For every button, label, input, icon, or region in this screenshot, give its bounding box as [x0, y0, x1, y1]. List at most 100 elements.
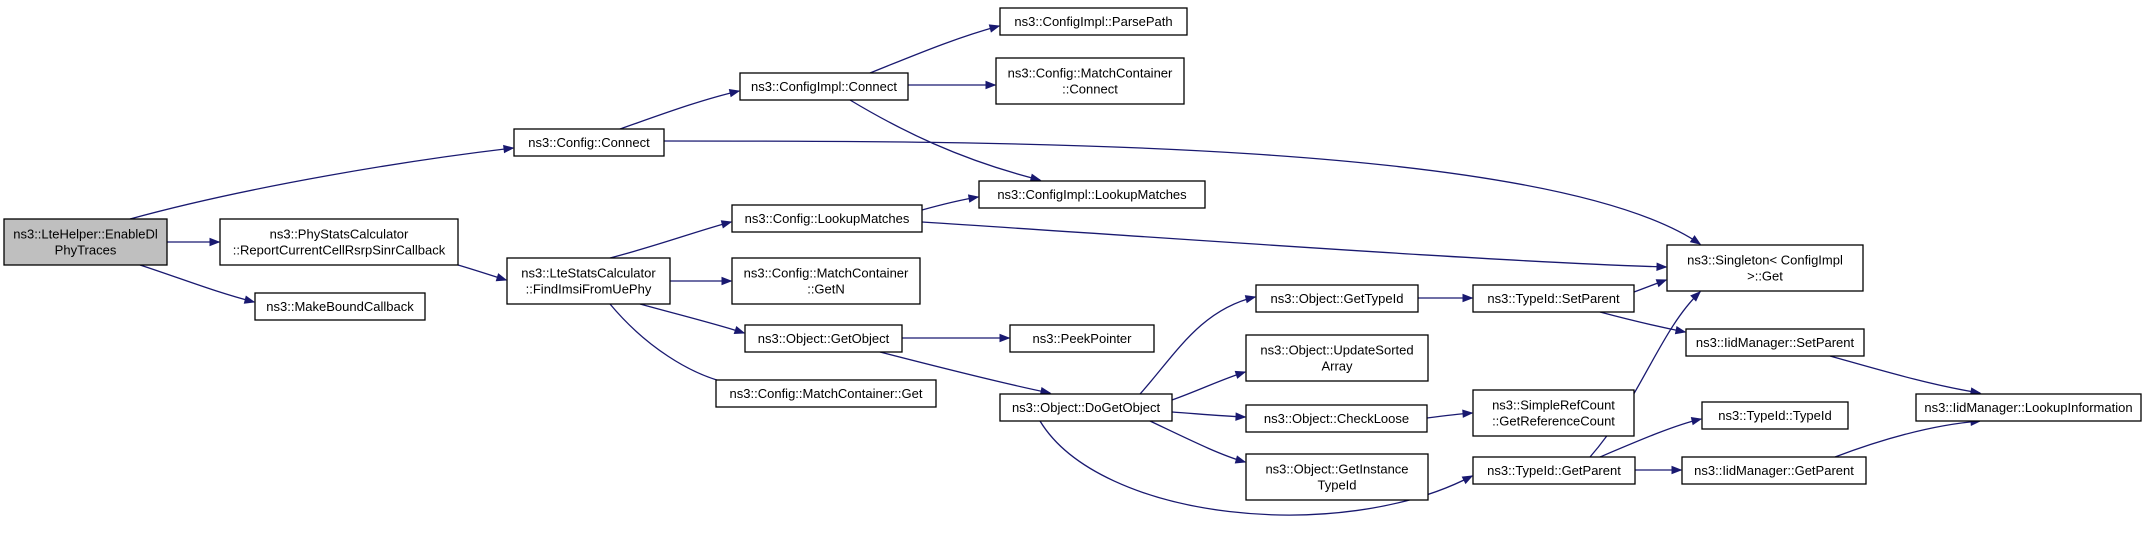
- node-label: ns3::TypeId::GetParent: [1487, 463, 1621, 478]
- node-box: [744, 324, 903, 353]
- node-label: PhyTraces: [55, 243, 117, 258]
- node-setparent[interactable]: ns3::TypeId::SetParent: [1472, 284, 1635, 313]
- edge-cfgimpl_connect-to-mc_connect: [908, 80, 997, 90]
- edge-line: [921, 221, 1667, 268]
- edge-cfgimpl_connect-to-cfgimpl_lookup: [849, 99, 1042, 182]
- node-label: ns3::LteStatsCalculator: [521, 266, 656, 281]
- edge-typeid_getparent-to-iid_getparent: [1635, 465, 1683, 475]
- edge-getobject-to-peekpointer: [901, 333, 1011, 343]
- edge-dogetobject-to-updatesorted: [1171, 370, 1247, 401]
- edge-arrowhead: [1234, 455, 1247, 464]
- edge-arrowhead: [1655, 279, 1668, 288]
- node-label: ns3::IidManager::GetParent: [1694, 463, 1854, 478]
- edge-line: [609, 303, 746, 387]
- node-typeid-typeid[interactable]: ns3::TypeId::TypeId: [1701, 401, 1849, 430]
- node-ltestats[interactable]: ns3::LteStatsCalculator::FindImsiFromUeP…: [506, 257, 671, 305]
- node-mc-get[interactable]: ns3::Config::MatchContainer::Get: [715, 379, 937, 408]
- node-box: [978, 180, 1206, 209]
- node-iid-lookup[interactable]: ns3::IidManager::LookupInformation: [1915, 393, 2142, 422]
- edge-arrowhead: [721, 276, 733, 286]
- node-label: ns3::Config::MatchContainer: [744, 266, 909, 281]
- edge-line: [1829, 355, 1981, 394]
- edge-line: [1171, 371, 1246, 401]
- edge-arrowhead: [967, 194, 980, 203]
- node-label: ns3::PhyStatsCalculator: [270, 227, 409, 242]
- node-label: ns3::IidManager::LookupInformation: [1924, 400, 2132, 415]
- node-iid-getparent[interactable]: ns3::IidManager::GetParent: [1681, 456, 1867, 485]
- edge-line: [1834, 420, 1981, 458]
- edge-arrowhead: [985, 80, 997, 90]
- node-simpleref[interactable]: ns3::SimpleRefCount::GetReferenceCount: [1472, 389, 1635, 437]
- edge-cfgimpl_connect-to-parsepath: [869, 24, 1001, 74]
- edge-typeid_getparent-to-typeid_typeid: [1599, 417, 1703, 458]
- node-iid-setparent[interactable]: ns3::IidManager::SetParent: [1685, 328, 1865, 357]
- edge-line: [1139, 296, 1256, 395]
- edge-arrowhead: [1462, 293, 1474, 303]
- node-box: [3, 218, 168, 266]
- node-singleton[interactable]: ns3::Singleton< ConfigImpl >::Get: [1666, 244, 1864, 292]
- node-checkloose[interactable]: ns3::Object::CheckLoose: [1245, 404, 1428, 433]
- edge-arrowhead: [1656, 262, 1668, 271]
- edge-ltestats-to-cfg_lookup: [609, 220, 733, 259]
- node-box: [739, 72, 909, 101]
- edge-arrowhead: [243, 295, 256, 304]
- edge-ltestats-to-mc_getn: [670, 276, 733, 286]
- node-cfg-lookup[interactable]: ns3::Config::LookupMatches: [731, 204, 923, 233]
- node-parsepath[interactable]: ns3::ConfigImpl::ParsePath: [999, 7, 1188, 36]
- node-box: [1245, 453, 1429, 501]
- edge-dogetobject-to-checkloose: [1171, 411, 1247, 421]
- node-label: ns3::ConfigImpl::ParsePath: [1014, 14, 1172, 29]
- node-getobject[interactable]: ns3::Object::GetObject: [744, 324, 903, 353]
- edge-arrowhead: [1690, 291, 1702, 302]
- edge-arrowhead: [720, 220, 733, 229]
- edge-arrowhead: [1244, 295, 1257, 304]
- edge-arrowhead: [988, 24, 1001, 33]
- edge-lte_enable-to-config_connect: [129, 144, 515, 220]
- node-dogetobject[interactable]: ns3::Object::DoGetObject: [999, 393, 1173, 422]
- node-label: ns3::Object::DoGetObject: [1012, 400, 1161, 415]
- node-label: ::FindImsiFromUePhy: [526, 282, 652, 297]
- edge-arrowhead: [1674, 325, 1687, 335]
- node-typeid-getparent[interactable]: ns3::TypeId::GetParent: [1472, 456, 1636, 485]
- node-label: ns3::TypeId::SetParent: [1487, 291, 1620, 306]
- node-box: [1472, 389, 1635, 437]
- edge-dogetobject-to-gettypeid: [1139, 295, 1257, 395]
- node-label: ns3::ConfigImpl::LookupMatches: [997, 187, 1187, 202]
- node-box: [1255, 284, 1419, 313]
- node-mc-getn[interactable]: ns3::Config::MatchContainer::GetN: [731, 257, 921, 305]
- node-box: [1681, 456, 1867, 485]
- node-label: ns3::PeekPointer: [1032, 331, 1132, 346]
- node-mc-connect[interactable]: ns3::Config::MatchContainer::Connect: [995, 57, 1185, 105]
- edge-line: [879, 351, 1051, 394]
- node-makebound[interactable]: ns3::MakeBoundCallback: [254, 292, 426, 321]
- node-box: [731, 257, 921, 305]
- node-config-connect[interactable]: ns3::Config::Connect: [513, 128, 665, 157]
- node-box: [1245, 404, 1428, 433]
- node-label: ns3::Object::GetObject: [758, 331, 890, 346]
- node-label: ns3::TypeId::TypeId: [1718, 408, 1831, 423]
- node-box: [513, 128, 665, 157]
- edge-arrowhead: [209, 237, 221, 247]
- node-box: [731, 204, 923, 233]
- node-gettypeid[interactable]: ns3::Object::GetTypeId: [1255, 284, 1419, 313]
- edge-setparent-to-singleton: [1633, 279, 1668, 293]
- node-label: ::Connect: [1062, 82, 1118, 97]
- node-cfgimpl-connect[interactable]: ns3::ConfigImpl::Connect: [739, 72, 909, 101]
- node-label: ns3::Singleton< ConfigImpl: [1687, 253, 1843, 268]
- edge-config_connect-to-cfgimpl_connect: [619, 89, 741, 130]
- node-peekpointer[interactable]: ns3::PeekPointer: [1009, 324, 1155, 353]
- edge-line: [609, 221, 732, 259]
- edge-arrowhead: [728, 89, 741, 98]
- node-box: [1245, 334, 1429, 382]
- edge-line: [849, 99, 1041, 181]
- node-label: ns3::Object::GetInstance: [1265, 462, 1408, 477]
- edge-line: [1599, 311, 1686, 333]
- edge-ltestats-to-mc_get: [609, 303, 747, 390]
- edge-iid_getparent-to-iid_lookup: [1834, 417, 1982, 458]
- node-box: [1472, 284, 1635, 313]
- node-phystats[interactable]: ns3::PhyStatsCalculator::ReportCurrentCe…: [219, 218, 459, 266]
- node-cfgimpl-lookup[interactable]: ns3::ConfigImpl::LookupMatches: [978, 180, 1206, 209]
